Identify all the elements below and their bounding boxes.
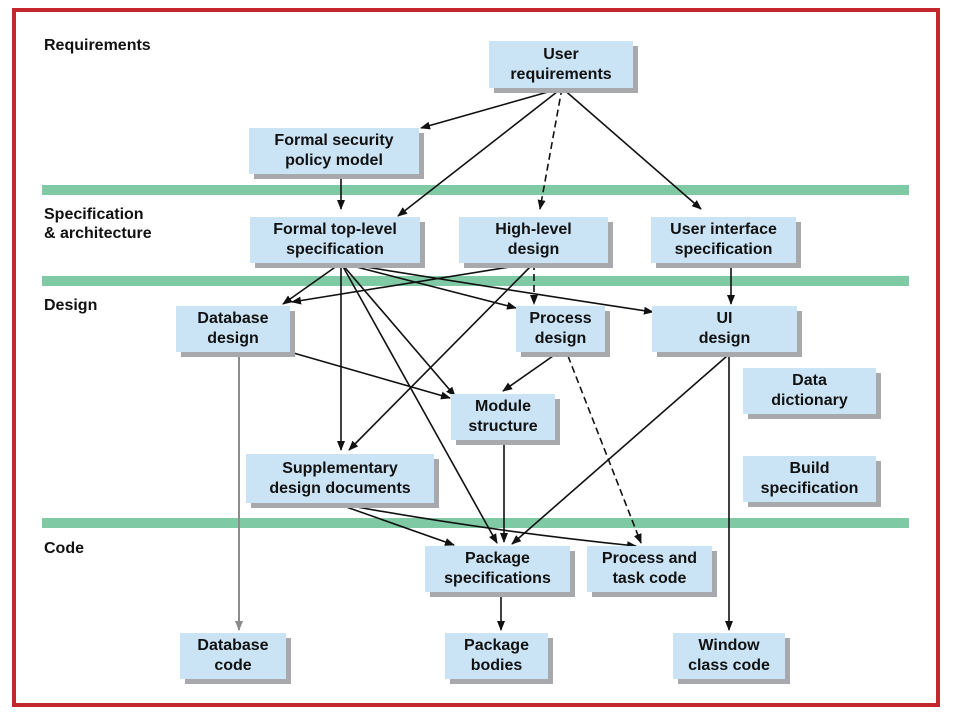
node-user-requirements: User requirements: [489, 41, 633, 88]
phase-divider-specification-design: [42, 276, 909, 286]
node-process-and-task-code: Process and task code: [587, 546, 712, 592]
node-process-design: Process design: [516, 306, 605, 352]
node-window-class-code: Window class code: [673, 633, 785, 679]
node-high-level-design: High-level design: [459, 217, 608, 263]
phase-label-design: Design: [44, 297, 98, 314]
phase-divider-requirements-specification: [42, 185, 909, 195]
phase-label-code: Code: [44, 540, 84, 557]
node-database-code: Database code: [180, 633, 286, 679]
phase-label-requirements: Requirements: [44, 37, 151, 54]
node-package-bodies: Package bodies: [445, 633, 548, 679]
node-module-structure: Module structure: [451, 394, 555, 440]
node-ui-design: UI design: [652, 306, 797, 352]
node-package-specifications: Package specifications: [425, 546, 570, 592]
phase-divider-design-code: [42, 518, 909, 528]
phase-label-specification-architecture: Specification & architecture: [44, 206, 152, 242]
node-formal-top-level-specification: Formal top-level specification: [250, 217, 420, 263]
node-data-dictionary: Data dictionary: [743, 368, 876, 414]
diagram-frame: [12, 8, 940, 707]
node-build-specification: Build specification: [743, 456, 876, 502]
node-formal-security-policy-model: Formal security policy model: [249, 128, 419, 174]
node-user-interface-specification: User interface specification: [651, 217, 796, 263]
node-supplementary-design-documents: Supplementary design documents: [246, 454, 434, 503]
node-database-design: Database design: [176, 306, 290, 352]
